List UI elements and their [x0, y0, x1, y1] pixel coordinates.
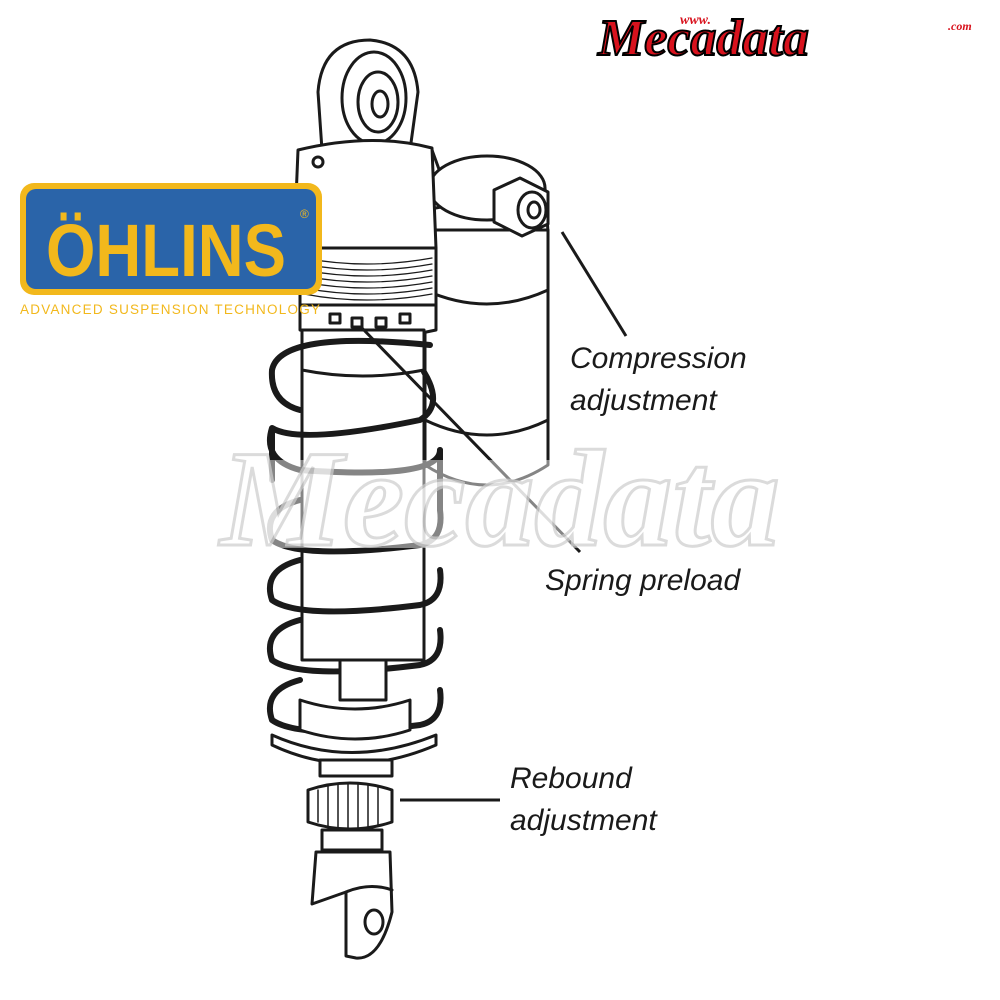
mecadata-logo-prefix: www. [680, 13, 711, 28]
leader-lines [358, 231, 628, 802]
preload-leader [358, 324, 582, 554]
shock-absorber-drawing [266, 38, 550, 960]
coil-spring [266, 337, 444, 735]
ohlins-logo-name: ÖHLINS [46, 209, 286, 292]
ohlins-logo: ÖHLINS ® ADVANCED SUSPENSION TECHNOLOGY [20, 183, 322, 317]
ohlins-registered-mark: ® [300, 207, 309, 221]
mecadata-logo-text: Mecadata [597, 10, 809, 67]
preload-label: Spring preload [545, 564, 741, 597]
rebound-adjuster-wheel [306, 758, 394, 852]
compression-label-line1: Compression [570, 342, 747, 375]
mecadata-logo-suffix: .com [948, 19, 972, 33]
watermark-text: Mecadata [218, 422, 780, 575]
mecadata-logo: Mecadata www. .com [596, 9, 972, 68]
compression-leader [560, 231, 628, 337]
rebound-label-line1: Rebound [510, 762, 633, 795]
mecadata-watermark: Mecadata [0, 421, 1000, 577]
ohlins-tagline: ADVANCED SUSPENSION TECHNOLOGY [20, 302, 320, 317]
compression-adjuster-knob [492, 176, 550, 238]
rebound-label-line2: adjustment [510, 804, 658, 837]
compression-label-line2: adjustment [570, 384, 718, 417]
